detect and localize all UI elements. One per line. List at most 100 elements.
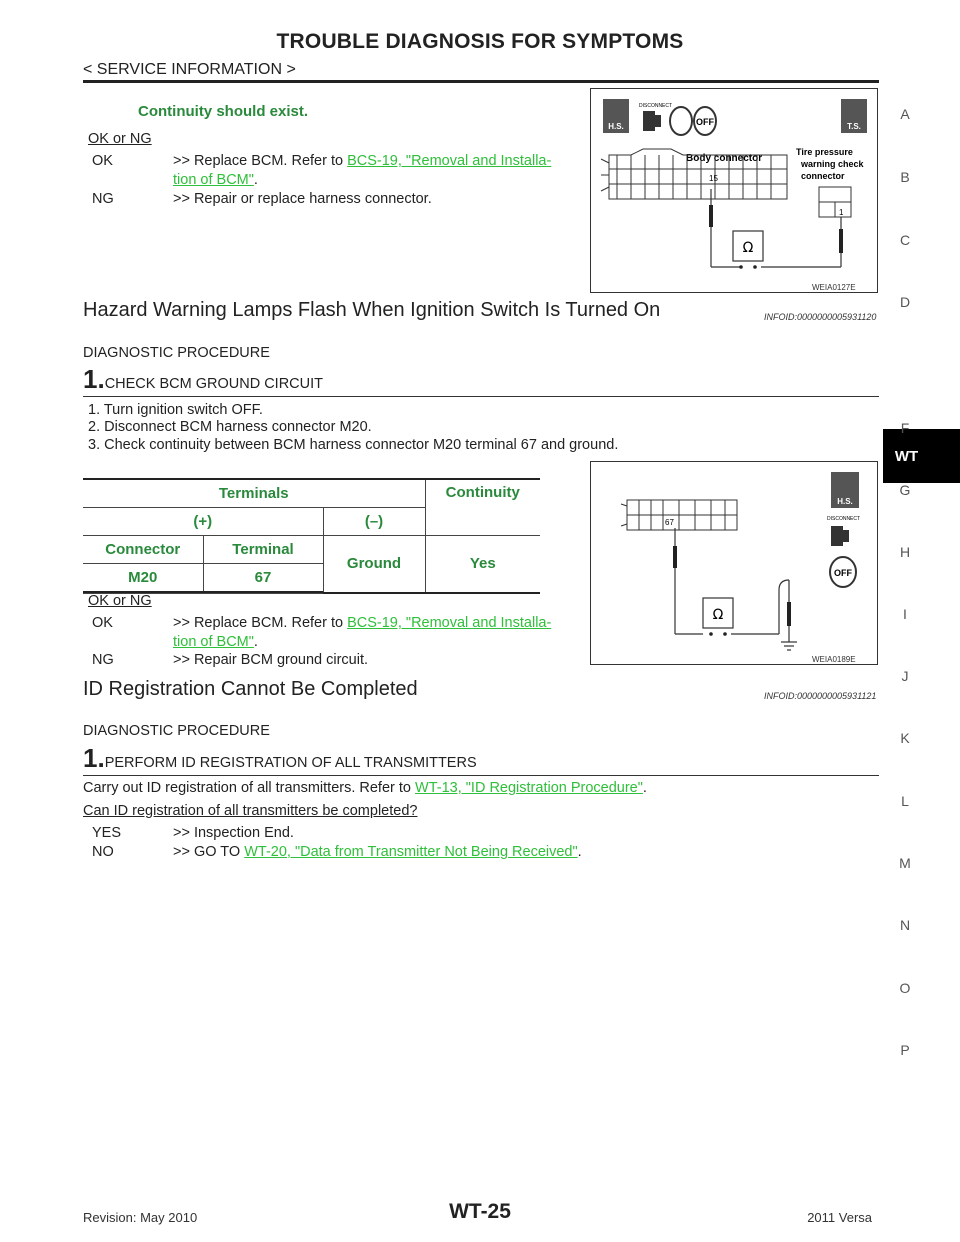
ng-text-2: >> Repair BCM ground circuit. bbox=[173, 652, 369, 668]
bcs19-link-2-cont[interactable]: tion of BCM" bbox=[173, 634, 254, 650]
pin-1-label: 1 bbox=[839, 208, 844, 217]
ok-text: >> Replace BCM. Refer to bbox=[173, 153, 344, 169]
instruction-1: 1. Turn ignition switch OFF. bbox=[88, 402, 263, 418]
figure-tire-pressure-continuity: H.S. DISCONNECT OFF T.S. Body connector … bbox=[590, 88, 878, 293]
yes-key: YES bbox=[92, 825, 122, 841]
wt20-link[interactable]: WT-20, "Data from Transmitter Not Being … bbox=[244, 844, 578, 860]
body-connector-block bbox=[600, 148, 788, 200]
step-divider-2 bbox=[83, 775, 879, 776]
tire-label-line2: warning check bbox=[800, 159, 865, 169]
ts-badge bbox=[841, 99, 867, 133]
yes-text: >> Inspection End. bbox=[173, 825, 294, 841]
step-1-header-2: 1.PERFORM ID REGISTRATION OF ALL TRANSMI… bbox=[83, 745, 477, 772]
connector-plug-icon bbox=[643, 111, 661, 131]
header-plus: (+) bbox=[83, 507, 324, 536]
hs-badge-2-text: H.S. bbox=[837, 497, 853, 506]
index-letter-k[interactable]: K bbox=[900, 730, 910, 746]
ok-or-ng-label: OK or NG bbox=[88, 131, 152, 147]
wiring-diagram: H.S. DISCONNECT OFF T.S. Body connector … bbox=[600, 99, 867, 269]
id-instruction: Carry out ID registration of all transmi… bbox=[83, 780, 647, 796]
figure-bcm-ground-continuity: H.S. DISCONNECT OFF 67 bbox=[590, 461, 878, 665]
index-letter-j[interactable]: J bbox=[901, 668, 909, 684]
ok-response: OK >> Replace BCM. Refer to BCS-19, "Rem… bbox=[92, 153, 552, 188]
section-title-id-registration: ID Registration Cannot Be Completed bbox=[83, 678, 418, 700]
step-title: CHECK BCM GROUND CIRCUIT bbox=[104, 376, 323, 392]
diag-procedure-label: DIAGNOSTIC PROCEDURE bbox=[83, 345, 270, 361]
index-letter-a[interactable]: A bbox=[900, 106, 910, 122]
index-letter-p[interactable]: P bbox=[900, 1042, 910, 1058]
header-continuity: Continuity bbox=[425, 478, 540, 536]
ok-text-2: >> Replace BCM. Refer to bbox=[173, 615, 344, 631]
ng-text: >> Repair or replace harness connector. bbox=[173, 191, 432, 207]
svg-text:OFF: OFF bbox=[834, 568, 852, 578]
step-1-header: 1.CHECK BCM GROUND CIRCUIT bbox=[83, 366, 323, 393]
index-letter-wt-active[interactable]: WT bbox=[883, 429, 960, 483]
ground-symbol-icon bbox=[781, 641, 797, 651]
breadcrumb: < SERVICE INFORMATION > bbox=[83, 61, 296, 78]
infoid-hazard: INFOID:0000000005931120 bbox=[764, 312, 877, 322]
id-question: Can ID registration of all transmitters … bbox=[83, 803, 418, 819]
cell-67: 67 bbox=[203, 563, 323, 593]
hs-badge bbox=[603, 99, 629, 133]
no-key: NO bbox=[92, 844, 114, 860]
instruction-2: 2. Disconnect BCM harness connector M20. bbox=[88, 419, 372, 435]
index-letter-c[interactable]: C bbox=[899, 232, 911, 248]
tire-label-line1: Tire pressure bbox=[796, 147, 853, 157]
step-divider bbox=[83, 396, 879, 397]
hs-badge-2 bbox=[831, 472, 859, 508]
index-letter-l[interactable]: L bbox=[901, 793, 909, 809]
index-letter-o[interactable]: O bbox=[899, 980, 911, 996]
bcs19-link[interactable]: BCS-19, "Removal and Installa- bbox=[347, 153, 552, 169]
table-row: Connector Terminal M20 67 Ground Yes bbox=[83, 535, 540, 594]
infoid-id-registration: INFOID:0000000005931121 bbox=[764, 691, 877, 701]
footer-revision: Revision: May 2010 bbox=[83, 1210, 198, 1225]
ng-response-2: NG >> Repair BCM ground circuit. bbox=[92, 652, 592, 672]
instruction-3: 3. Check continuity between BCM harness … bbox=[88, 437, 619, 453]
index-letter-h[interactable]: H bbox=[899, 544, 911, 560]
cell-yes: Yes bbox=[425, 535, 540, 594]
tire-label-line3: connector bbox=[801, 171, 845, 181]
probe-left bbox=[709, 205, 713, 227]
id-instruction-text: Carry out ID registration of all transmi… bbox=[83, 780, 411, 796]
bcm-connector-block bbox=[620, 499, 738, 531]
hs-badge-text: H.S. bbox=[608, 122, 624, 131]
disconnect-label-2: DISCONNECT bbox=[827, 516, 860, 522]
continuity-table: Terminals Continuity (+) (–) Connector T… bbox=[83, 478, 540, 594]
pin-15-label: 15 bbox=[709, 174, 718, 183]
probe-right bbox=[839, 229, 843, 253]
index-letter-n[interactable]: N bbox=[899, 917, 911, 933]
page-title: TROUBLE DIAGNOSIS FOR SYMPTOMS bbox=[276, 30, 684, 53]
disconnect-label: DISCONNECT bbox=[639, 103, 672, 109]
index-letter-i[interactable]: I bbox=[903, 606, 907, 622]
probe-right-2 bbox=[787, 602, 791, 626]
ng-key: NG bbox=[92, 191, 114, 207]
footer-model: 2011 Versa bbox=[807, 1210, 872, 1225]
yes-response: YES >> Inspection End. bbox=[92, 825, 592, 845]
bcs19-link-2[interactable]: BCS-19, "Removal and Installa- bbox=[347, 615, 552, 631]
index-letter-d[interactable]: D bbox=[899, 294, 911, 310]
figure-caption-weia0127e: WEIA0127E bbox=[812, 283, 856, 292]
ok-key: OK bbox=[92, 153, 113, 169]
table-row: (+) (–) bbox=[83, 507, 540, 536]
header-terminal: Terminal bbox=[203, 535, 323, 564]
index-letter-f[interactable]: F bbox=[900, 420, 910, 436]
header-terminals: Terminals bbox=[83, 478, 426, 508]
index-letter-b[interactable]: B bbox=[900, 169, 910, 185]
ground-wiring-diagram: H.S. DISCONNECT OFF 67 bbox=[620, 472, 860, 651]
svg-text:Ω: Ω bbox=[713, 607, 724, 623]
header-divider bbox=[83, 80, 879, 83]
wt13-link[interactable]: WT-13, "ID Registration Procedure" bbox=[415, 780, 643, 796]
table-row: Terminals Continuity bbox=[83, 478, 540, 536]
no-response: NO >> GO TO WT-20, "Data from Transmitte… bbox=[92, 844, 582, 860]
index-letter-g[interactable]: G bbox=[899, 482, 911, 498]
index-letter-m[interactable]: M bbox=[899, 855, 911, 871]
header-minus: (–) bbox=[323, 507, 426, 536]
ignition-off-icon: OFF bbox=[669, 106, 717, 136]
bcs19-link-cont[interactable]: tion of BCM" bbox=[173, 172, 254, 188]
diag-procedure-label-2: DIAGNOSTIC PROCEDURE bbox=[83, 723, 270, 739]
svg-text:Ω: Ω bbox=[743, 240, 754, 256]
section-title-hazard: Hazard Warning Lamps Flash When Ignition… bbox=[83, 299, 661, 321]
ng-response: NG >> Repair or replace harness connecto… bbox=[92, 191, 592, 211]
no-text: >> GO TO bbox=[173, 844, 241, 860]
ok-or-ng-label-2: OK or NG bbox=[88, 593, 152, 609]
